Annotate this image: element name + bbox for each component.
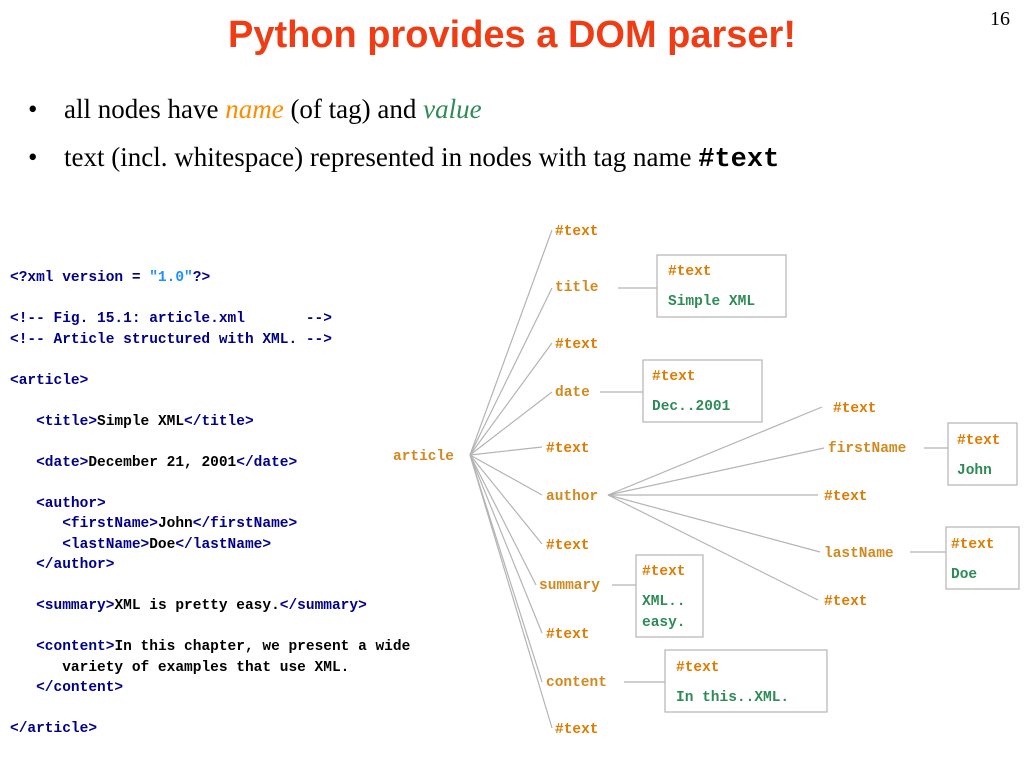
code-text: In this chapter, we present a wide (114, 639, 411, 655)
node-value: In this..XML. (676, 690, 789, 706)
code-tag: </firstName> (192, 516, 298, 532)
node-text: #text (652, 369, 696, 385)
bullet-item: • all nodes have name (of tag) and value (28, 94, 779, 142)
bullet-text: text (incl. whitespace) represented in n… (64, 142, 699, 172)
code-text: December 21, 2001 (88, 454, 237, 471)
node-text: #text (957, 433, 1001, 449)
code-tag: </date> (236, 454, 298, 471)
slide-title: Python provides a DOM parser! (227, 14, 796, 56)
node-text: #text (555, 722, 599, 738)
code-text: John (157, 516, 193, 532)
code-tag: </lastName> (175, 536, 272, 553)
tree-edge (607, 406, 823, 496)
node-text: #text (546, 627, 590, 643)
tree-edge (469, 229, 553, 456)
code-tag: <content> (36, 639, 115, 655)
node-firstname: firstName (828, 441, 906, 457)
tree-edge (469, 454, 543, 634)
tree-edge (469, 454, 537, 586)
code-tag: <title> (36, 413, 98, 430)
page-number: 16 (990, 8, 1010, 30)
summary-value-box (635, 554, 704, 638)
node-text: #text (555, 337, 599, 353)
node-summary: summary (539, 578, 600, 594)
xml-code-listing: <?xml version = "1.0"?> <!-- Fig. 15.1: … (10, 268, 410, 740)
title-value-box (656, 254, 787, 318)
code-tag: <date> (36, 454, 89, 471)
firstname-value-box (947, 422, 1018, 486)
node-date: date (555, 385, 590, 401)
code-tag: <firstName> (62, 516, 158, 532)
node-value: easy. (642, 615, 686, 631)
bullet-dot-icon: • (28, 142, 38, 172)
node-text: #text (546, 441, 590, 457)
node-text: #text (951, 537, 995, 553)
tree-edge (607, 494, 819, 601)
name-keyword: name (225, 94, 284, 124)
tree-edge (469, 342, 553, 456)
node-author: author (546, 489, 598, 505)
value-keyword: value (423, 94, 482, 124)
tree-edge (469, 446, 543, 456)
code-string: "1.0" (149, 270, 193, 286)
node-text: #text (833, 401, 877, 417)
lastname-value-box (945, 526, 1020, 590)
tree-edge (607, 494, 821, 553)
node-text: #text (642, 564, 686, 580)
bullet-dot-icon: • (28, 94, 38, 124)
node-article: article (393, 449, 454, 465)
node-value: Doe (951, 567, 977, 583)
bullet-text: (of tag) and (283, 94, 424, 124)
node-value: John (957, 463, 992, 479)
code-tag: <summary> (36, 598, 115, 614)
tree-edge (469, 287, 553, 456)
node-text: #text (555, 224, 599, 240)
text-tag-code: #text (698, 145, 780, 175)
code-tag: </article> (10, 721, 98, 737)
code-tag: <author> (36, 495, 106, 512)
bullet-list: •all nodes have name (of tag) and value … (28, 94, 779, 190)
node-title: title (555, 280, 599, 296)
node-text: #text (546, 538, 590, 554)
value-boxes (635, 254, 1020, 713)
code-text: Simple XML (97, 413, 185, 430)
code-comment: <!-- Article structured with XML. --> (10, 331, 332, 348)
node-text: #text (824, 594, 868, 610)
code-tag: ?> (192, 270, 211, 286)
code-tag: <lastName> (62, 536, 150, 553)
node-value: Simple XML (668, 294, 755, 310)
code-tag: </summary> (279, 598, 367, 614)
node-value: Dec..2001 (652, 399, 731, 415)
tree-edge (469, 391, 553, 456)
code-tag: </content> (36, 680, 124, 696)
tree-edge (607, 447, 825, 496)
code-tag: </author> (36, 557, 115, 573)
code-comment: <!-- Fig. 15.1: article.xml --> (10, 311, 332, 327)
node-text: #text (668, 264, 712, 280)
tree-edge (469, 454, 553, 729)
tree-edge (469, 454, 543, 545)
content-value-box (664, 649, 828, 713)
code-text: variety of examples that use XML. (62, 659, 350, 676)
code-text: XML is pretty easy. (114, 598, 280, 614)
tree-edges (469, 229, 948, 729)
bullet-item: • text (incl. whitespace) represented in … (28, 142, 779, 190)
tree-edge (469, 454, 543, 496)
node-content: content (546, 675, 607, 691)
code-text: Doe (149, 536, 176, 553)
date-value-box (642, 359, 763, 423)
code-tag: <?xml version = (10, 270, 150, 286)
tree-edge (469, 454, 543, 683)
node-lastname: lastName (824, 546, 894, 562)
code-tag: </title> (184, 413, 254, 430)
node-text: #text (676, 660, 720, 676)
node-text: #text (824, 489, 868, 505)
node-value: XML.. (642, 594, 686, 610)
code-tag: <article> (10, 372, 89, 389)
bullet-text: all nodes have (64, 94, 226, 124)
